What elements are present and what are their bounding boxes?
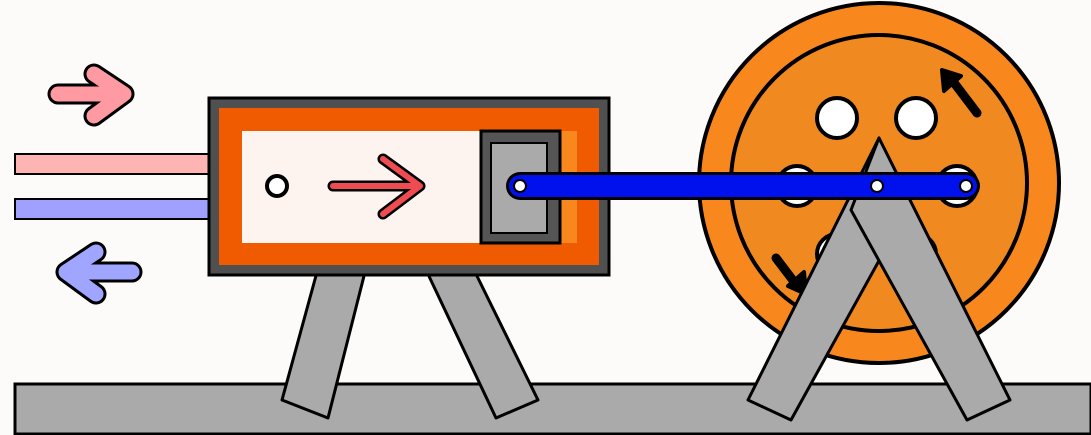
inlet-arrow-icon	[47, 63, 135, 127]
outlet-arrow-icon	[55, 241, 143, 305]
flywheel-hole	[894, 96, 938, 140]
ground-base	[13, 382, 1091, 435]
rod-pin	[870, 179, 884, 193]
flow-arrow-icon	[327, 153, 426, 220]
rotation-arrow-icon	[940, 68, 982, 118]
rod-pin	[959, 179, 973, 193]
outlet-pipe	[14, 198, 212, 220]
rod-pin	[513, 179, 527, 193]
flywheel-hole	[815, 96, 859, 140]
inlet-pipe	[14, 153, 212, 175]
port-circle	[265, 174, 289, 198]
